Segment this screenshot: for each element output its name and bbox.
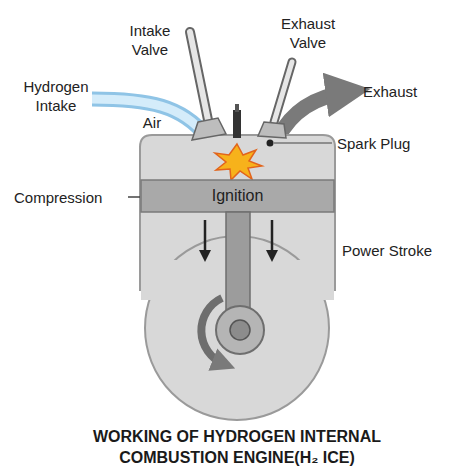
spark-plug-dot	[267, 140, 274, 147]
exhaust-valve-head	[258, 122, 286, 138]
part-label: Power Stroke	[342, 241, 442, 260]
crank-pin	[230, 320, 250, 340]
intake-valve-stem	[190, 32, 208, 120]
piston	[141, 180, 334, 212]
spark-plug-terminal	[235, 104, 239, 112]
part-label: Hydrogen Intake	[14, 77, 98, 115]
intake-valve-head	[192, 118, 226, 140]
node-text: Ignition	[212, 187, 264, 205]
crankshaft	[216, 306, 264, 354]
part-label: Compression	[14, 188, 126, 207]
part-label: Air	[132, 113, 172, 132]
part-label: Spark Plug	[337, 134, 423, 153]
spark-plug	[233, 110, 241, 138]
intake-pipe	[92, 99, 206, 136]
diagram-title: WORKING OF HYDROGEN INTERNAL COMBUSTION …	[37, 426, 437, 468]
exhaust-valve-stem	[274, 62, 292, 122]
part-label: Intake Valve	[120, 21, 180, 59]
rotation-arrow	[201, 298, 224, 364]
part-label: Exhaust	[363, 82, 433, 101]
ignition-flash	[215, 144, 262, 180]
leader-line	[128, 196, 140, 198]
exhaust-pipe	[278, 92, 348, 138]
stroke-arrow	[199, 220, 278, 262]
part-label: Exhaust Valve	[276, 14, 340, 52]
intake-valve-stem-inner	[190, 32, 208, 120]
exhaust-valve-stem-inner	[274, 62, 292, 122]
leader-line	[274, 143, 332, 144]
intake-pipe-inner	[92, 99, 206, 136]
piston-band: Ignition	[141, 180, 334, 212]
